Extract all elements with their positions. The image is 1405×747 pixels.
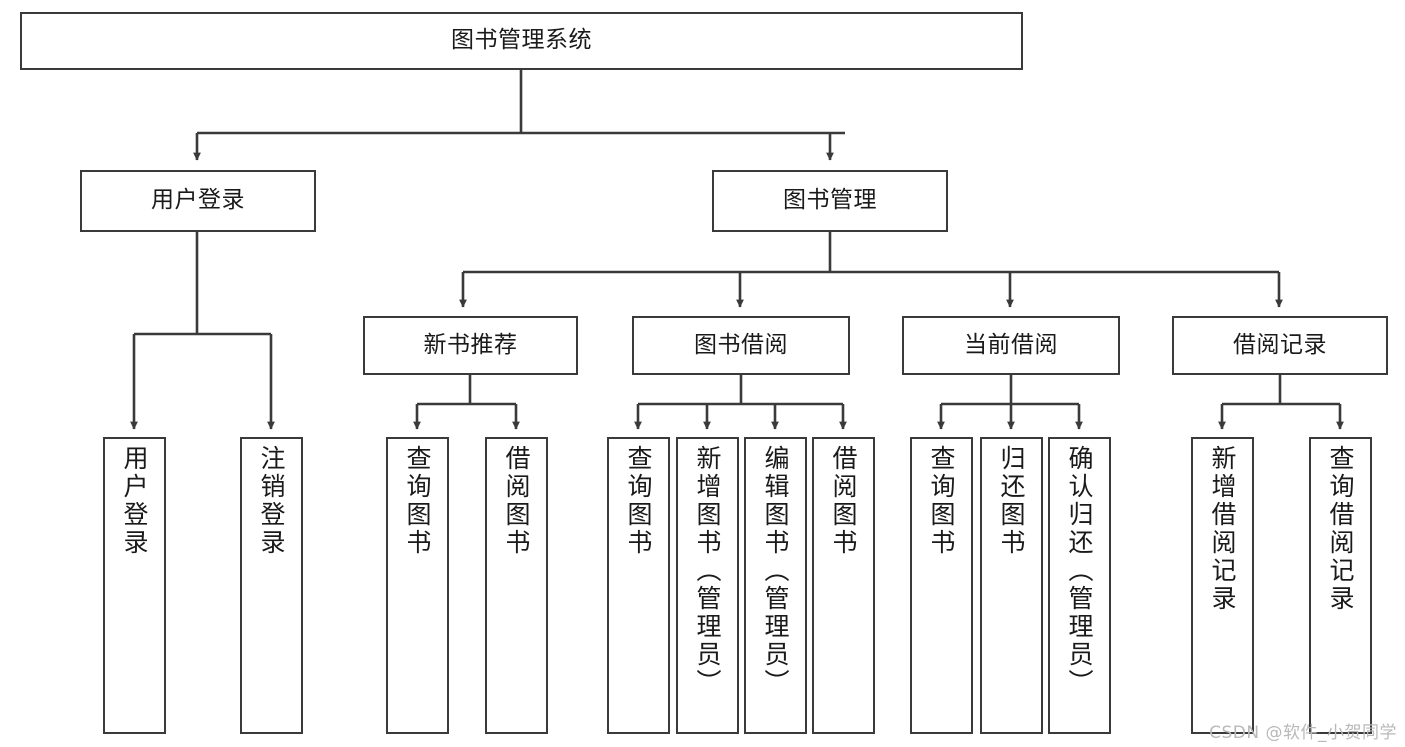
node-label: 图书管理 bbox=[783, 187, 877, 214]
node-label: 用户登录 bbox=[151, 187, 245, 214]
node-leaf-confirm-return[interactable]: 确认归还（管理员） bbox=[1048, 437, 1111, 734]
node-label: 借阅图书 bbox=[829, 445, 858, 557]
node-label: 编辑图书（管理员） bbox=[761, 445, 790, 697]
node-leaf-borrow-book-1[interactable]: 借阅图书 bbox=[485, 437, 548, 734]
node-leaf-query-book-2[interactable]: 查询图书 bbox=[607, 437, 670, 734]
node-label: 新书推荐 bbox=[423, 331, 518, 358]
node-label: 查询图书 bbox=[624, 445, 653, 557]
edge-group-root bbox=[193, 70, 845, 161]
node-label: 新增图书（管理员） bbox=[693, 445, 722, 697]
edge-group-current-borrow bbox=[937, 375, 1083, 430]
node-label: 用户登录 bbox=[120, 445, 149, 557]
node-new-book-recommend[interactable]: 新书推荐 bbox=[363, 316, 578, 375]
node-label: 确认归还（管理员） bbox=[1065, 445, 1094, 697]
node-leaf-add-book[interactable]: 新增图书（管理员） bbox=[676, 437, 739, 734]
node-label: 新增借阅记录 bbox=[1208, 445, 1237, 613]
node-leaf-query-book-3[interactable]: 查询图书 bbox=[910, 437, 973, 734]
node-book-borrow[interactable]: 图书借阅 bbox=[632, 316, 850, 375]
node-root-system[interactable]: 图书管理系统 bbox=[20, 12, 1023, 70]
node-leaf-add-record[interactable]: 新增借阅记录 bbox=[1191, 437, 1254, 734]
node-current-borrow[interactable]: 当前借阅 bbox=[902, 316, 1120, 375]
edge-group-user-login bbox=[130, 232, 275, 430]
edge-group-borrow-record bbox=[1218, 375, 1344, 430]
watermark-text: CSDN @软件_小贺同学 bbox=[1209, 723, 1397, 743]
node-label: 归还图书 bbox=[997, 445, 1026, 557]
node-leaf-query-book-1[interactable]: 查询图书 bbox=[386, 437, 449, 734]
edge-group-new-book-recommend bbox=[413, 375, 520, 430]
node-leaf-logout[interactable]: 注销登录 bbox=[240, 437, 303, 734]
node-label: 借阅图书 bbox=[502, 445, 531, 557]
edge-group-book-manage bbox=[459, 232, 1283, 308]
node-book-manage[interactable]: 图书管理 bbox=[712, 170, 948, 232]
edge-group-book-borrow bbox=[634, 375, 847, 430]
node-label: 当前借阅 bbox=[964, 331, 1058, 358]
node-label: 查询图书 bbox=[403, 445, 432, 557]
node-leaf-user-login[interactable]: 用户登录 bbox=[103, 437, 166, 734]
node-leaf-query-record[interactable]: 查询借阅记录 bbox=[1309, 437, 1372, 734]
node-label: 借阅记录 bbox=[1233, 331, 1327, 358]
node-leaf-return-book[interactable]: 归还图书 bbox=[980, 437, 1043, 734]
node-label: 图书借阅 bbox=[694, 331, 788, 358]
node-borrow-record[interactable]: 借阅记录 bbox=[1172, 316, 1388, 375]
node-label: 查询借阅记录 bbox=[1326, 445, 1355, 613]
node-leaf-edit-book[interactable]: 编辑图书（管理员） bbox=[744, 437, 807, 734]
node-label: 注销登录 bbox=[257, 445, 286, 557]
node-label: 查询图书 bbox=[927, 445, 956, 557]
node-label: 图书管理系统 bbox=[451, 27, 592, 54]
node-user-login[interactable]: 用户登录 bbox=[80, 170, 316, 232]
node-leaf-borrow-book-2[interactable]: 借阅图书 bbox=[812, 437, 875, 734]
